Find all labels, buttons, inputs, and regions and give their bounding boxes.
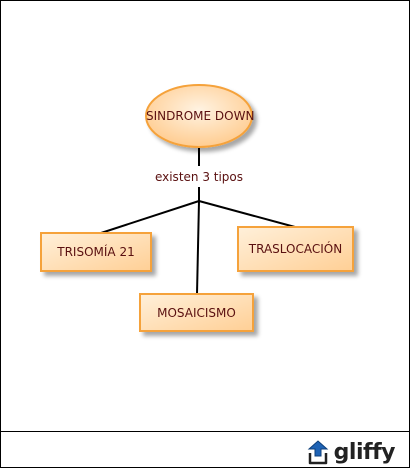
gliffy-arrow-icon [307, 440, 328, 465]
connector-traslocacion [198, 200, 296, 228]
root-node-ellipse[interactable] [145, 84, 253, 148]
node-mosaicismo-label: MOSAICISMO [157, 306, 236, 320]
node-traslocacion-label: TRASLOCACIÓN [248, 242, 343, 256]
connector-mosaicismo [196, 200, 200, 295]
node-trisomia-box[interactable] [40, 232, 152, 272]
connector-label: existen 3 tipos [154, 170, 244, 184]
gliffy-logo-text: gliffy [333, 439, 396, 465]
node-mosaicismo-box[interactable] [139, 293, 254, 332]
root-node-label: SINDROME DOWN [146, 109, 255, 123]
connector-trisomia [100, 200, 200, 234]
footer-divider [1, 431, 410, 432]
node-trisomia-label: TRISOMÍA 21 [57, 245, 135, 259]
gliffy-logo: gliffy [306, 438, 396, 466]
node-traslocacion-box[interactable] [237, 226, 354, 272]
